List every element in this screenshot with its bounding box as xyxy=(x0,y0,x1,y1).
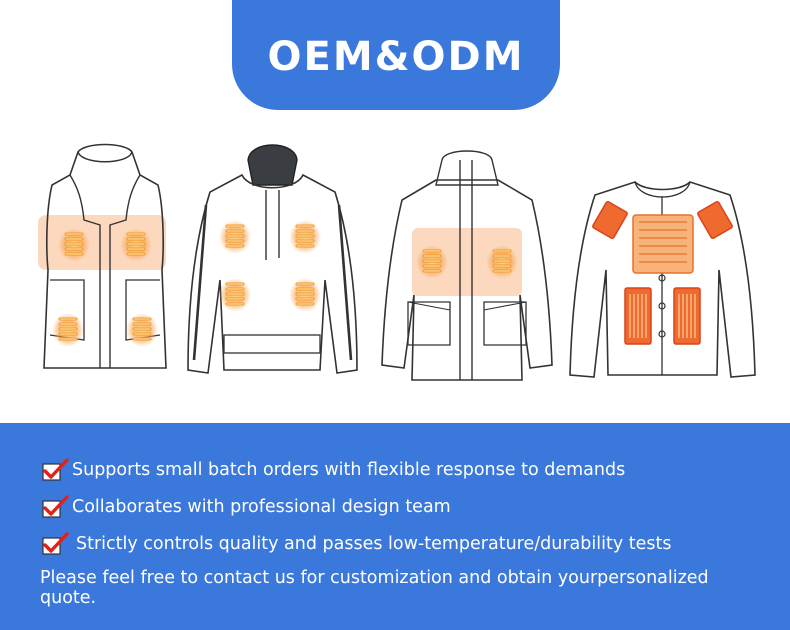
feature-item: Strictly controls quality and passes low… xyxy=(40,525,780,562)
heated-jacket-icon xyxy=(372,130,562,390)
feature-text: Collaborates with professional design te… xyxy=(72,496,451,517)
checkbox-checked-icon xyxy=(42,494,69,518)
checkbox-checked-icon xyxy=(42,457,69,481)
feature-text: Supports small batch orders with flexibl… xyxy=(72,459,626,480)
garment-gallery xyxy=(0,130,790,390)
checkbox-checked-icon xyxy=(42,531,69,555)
banner-title: OEM&ODM xyxy=(267,34,525,80)
heated-hoodie-icon xyxy=(180,130,365,390)
heated-vest-icon xyxy=(30,130,180,390)
feature-item: Supports small batch orders with flexibl… xyxy=(40,451,780,488)
features-panel: Supports small batch orders with flexibl… xyxy=(0,423,790,630)
contact-cta-text: Please feel free to contact us for custo… xyxy=(40,568,709,608)
feature-item: Collaborates with professional design te… xyxy=(40,488,780,525)
feature-list: Supports small batch orders with flexibl… xyxy=(40,451,780,562)
header-banner: OEM&ODM xyxy=(232,0,560,110)
heated-cardigan-icon xyxy=(565,130,760,390)
feature-text: Strictly controls quality and passes low… xyxy=(76,533,672,554)
